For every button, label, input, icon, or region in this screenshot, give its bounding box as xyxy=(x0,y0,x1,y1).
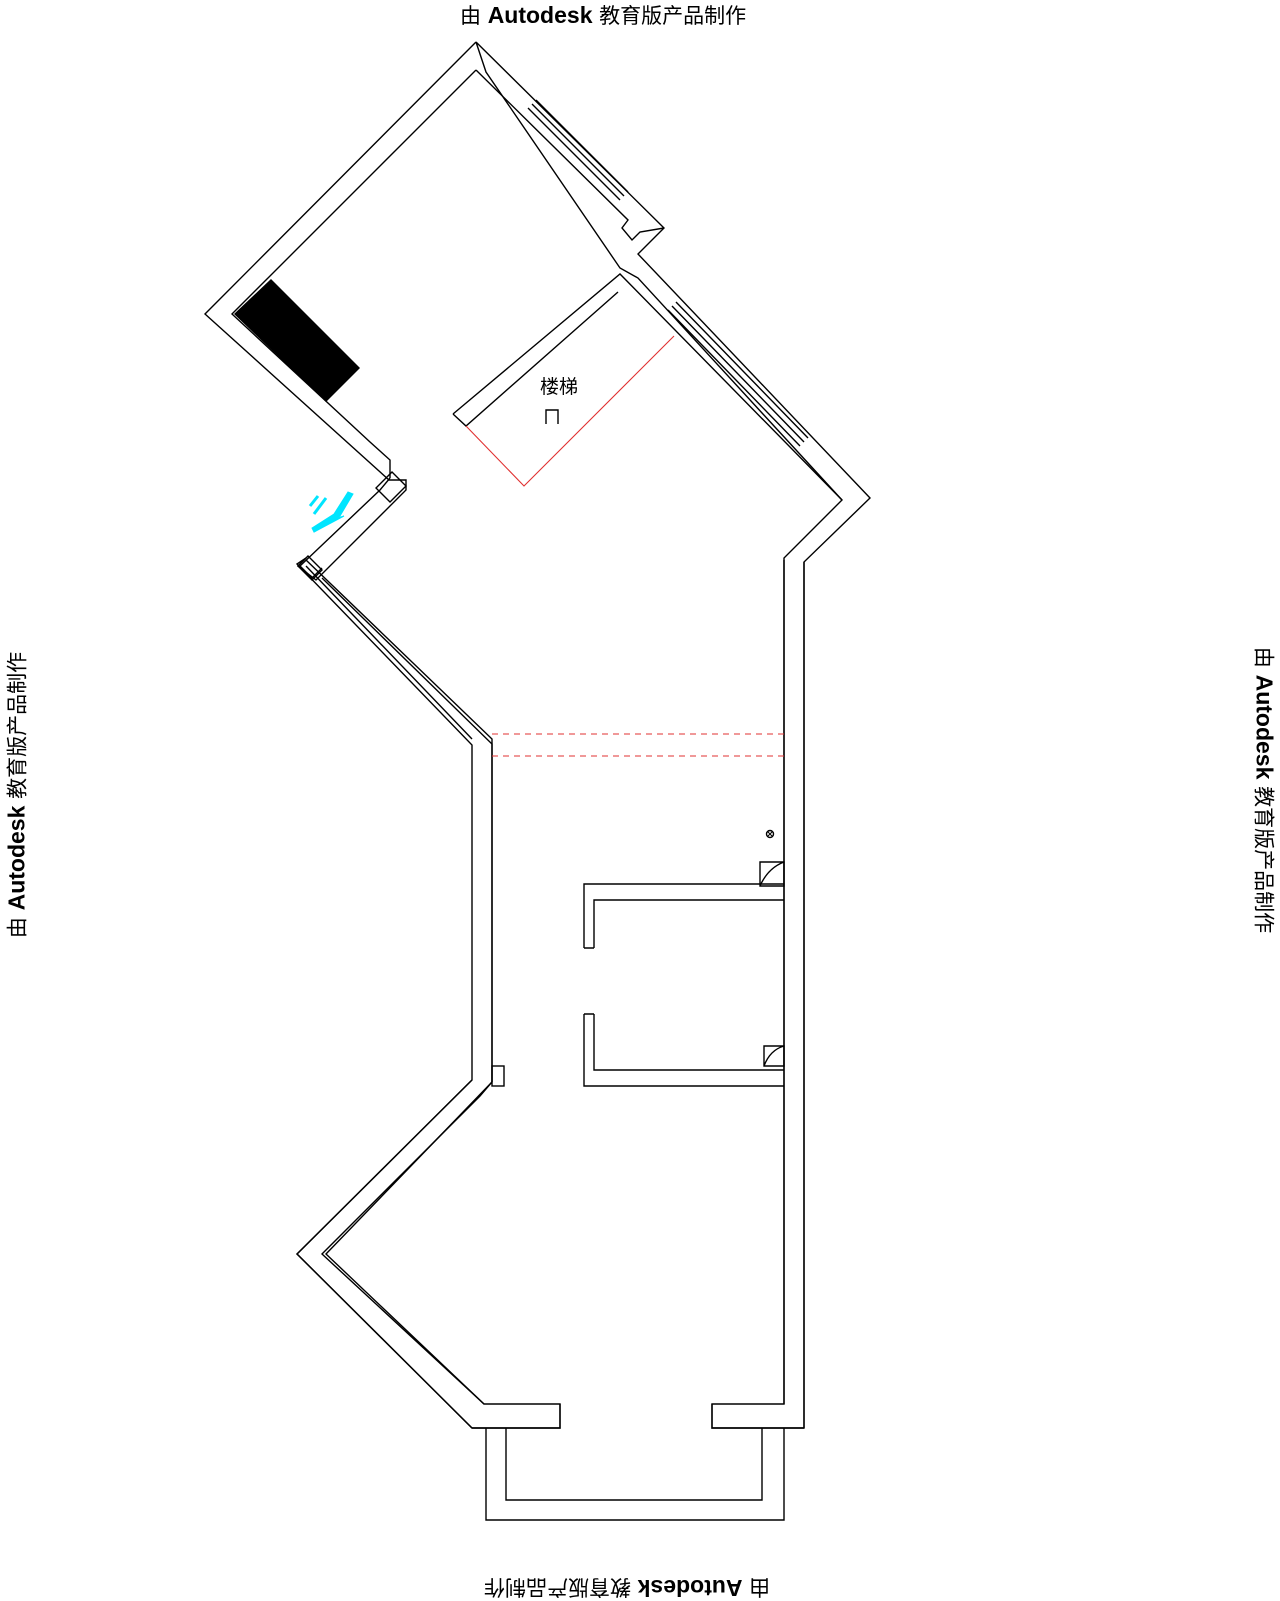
balcony xyxy=(485,1428,785,1521)
watermark-prefix: 由 xyxy=(1251,646,1276,668)
left-long-wall-outer xyxy=(305,565,473,740)
watermark-suffix: 教育版产品制作 xyxy=(1251,786,1276,934)
watermark-prefix: 由 xyxy=(460,4,481,28)
entry-arrow-icon xyxy=(308,491,354,533)
watermark-right: 由 Autodesk 教育版产品制作 xyxy=(1251,646,1278,934)
pilaster xyxy=(491,1065,505,1087)
bathroom-partition-upper xyxy=(583,883,784,949)
window-middle xyxy=(667,301,809,447)
entry-jamb xyxy=(297,471,407,581)
stair-enclosure xyxy=(452,273,843,501)
watermark-bottom: 由 Autodesk 教育版产品制作 xyxy=(484,1575,771,1601)
lower-diagonal-outer xyxy=(296,1079,473,1429)
watermark-brand: Autodesk xyxy=(1251,674,1278,780)
watermark-brand: Autodesk xyxy=(3,805,30,911)
beam-lines xyxy=(492,733,784,757)
lower-diagonal-inner xyxy=(325,1081,493,1405)
fixture-circle-icon xyxy=(765,829,775,839)
bottom-openings xyxy=(472,1404,804,1429)
outer-wall-entry xyxy=(298,477,391,579)
watermark-suffix: 教育版产品制作 xyxy=(5,651,30,799)
stair-room-label: 楼梯 xyxy=(540,376,578,398)
left-long-wall-inner xyxy=(321,577,493,1082)
outer-wall-left-inner xyxy=(230,69,477,478)
stair-marker-icon xyxy=(545,409,559,424)
window-upper xyxy=(527,99,629,201)
walls xyxy=(203,41,871,1521)
bathroom-partition-lower xyxy=(583,1013,784,1087)
watermark-brand: Autodesk xyxy=(487,2,593,28)
upper-room-outer-wall xyxy=(475,41,871,1429)
outer-wall-left-upper xyxy=(203,41,561,1429)
watermark-suffix: 教育版产品制作 xyxy=(484,1575,631,1599)
door-swing-lower xyxy=(763,1045,785,1067)
watermark-top: 由 Autodesk 教育版产品制作 xyxy=(460,4,746,27)
watermark-prefix: 由 xyxy=(749,1575,771,1599)
door-swing-upper xyxy=(759,861,785,887)
watermark-prefix: 由 xyxy=(5,917,30,939)
watermark-brand: Autodesk xyxy=(637,1575,743,1601)
watermark-left: 由 Autodesk 教育版产品制作 xyxy=(3,651,30,939)
right-long-wall xyxy=(783,560,805,1428)
structural-column xyxy=(234,279,360,402)
stair-boundary xyxy=(465,335,675,487)
fixture-cross-icon xyxy=(767,831,773,837)
watermark-suffix: 教育版产品制作 xyxy=(599,4,747,28)
upper-room-inner-wall xyxy=(475,69,665,242)
